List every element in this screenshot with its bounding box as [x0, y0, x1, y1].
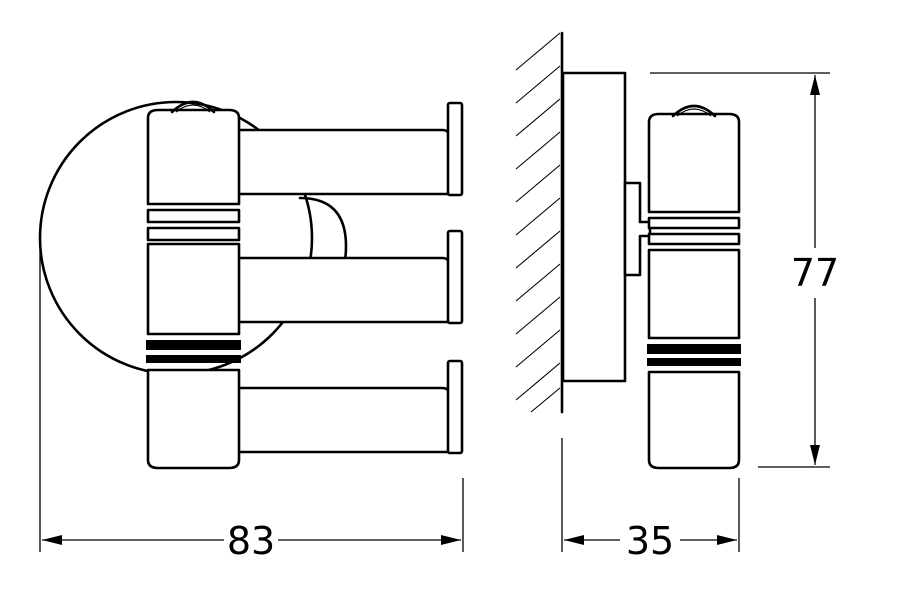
knuckle-column [146, 100, 241, 470]
side-view [515, 31, 741, 470]
dimension-height-label: 77 [791, 251, 839, 295]
dimension-depth-label: 35 [626, 519, 674, 563]
dimension-depth: 35 [561, 438, 740, 563]
dimension-width-label: 83 [227, 519, 275, 563]
wall-hatching [515, 32, 561, 413]
side-knuckle-column [647, 104, 741, 470]
hook-arm-middle [223, 229, 464, 325]
bracket [623, 181, 652, 277]
mounting-plate [561, 71, 627, 383]
hook-arm-top [223, 101, 464, 197]
hook-arm-bottom [223, 359, 464, 455]
dimension-width: 83 [39, 250, 464, 563]
front-view [38, 100, 464, 470]
dimension-height: 77 [650, 72, 839, 468]
